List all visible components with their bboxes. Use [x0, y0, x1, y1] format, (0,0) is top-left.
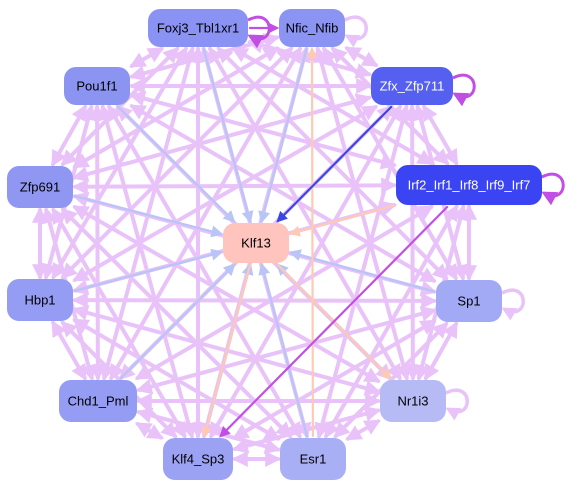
- node-label-irf: Irf2_Irf1_Irf8_Irf9_Irf7: [408, 178, 531, 193]
- edge-irf-to-klf13: [288, 204, 396, 237]
- node-box-klf4: [163, 438, 233, 480]
- node-box-foxj3: [148, 9, 248, 47]
- node-label-sp1: Sp1: [457, 294, 480, 309]
- edge-nfic-to-zfx: [344, 46, 379, 67]
- node-klf13[interactable]: Klf13: [223, 223, 289, 263]
- node-box-irf: [396, 165, 542, 205]
- node-label-esr1: Esr1: [300, 452, 327, 467]
- node-label-klf4: Klf4_Sp3: [172, 452, 225, 467]
- self-loop-nfic: [344, 15, 368, 48]
- node-label-hbp1: Hbp1: [24, 293, 55, 308]
- node-label-nfic: Nfic_Nfib: [286, 21, 339, 36]
- edge-foxj3-to-pou1f1: [129, 47, 165, 68]
- node-box-hbp1: [7, 279, 73, 321]
- node-label-zfx: Zfx_Zfp711: [380, 79, 445, 94]
- edge-irf-to-klf4: [219, 205, 449, 438]
- node-esr1[interactable]: Esr1: [280, 438, 346, 480]
- edge-zfp691-to-klf13: [73, 194, 224, 238]
- node-zfp691[interactable]: Zfp691: [7, 166, 73, 208]
- node-pou1f1[interactable]: Pou1f1: [64, 67, 130, 105]
- self-loop-sp1: [501, 288, 525, 321]
- node-zfx[interactable]: Zfx_Zfp711: [371, 67, 453, 105]
- node-sp1[interactable]: Sp1: [436, 280, 502, 322]
- node-hbp1[interactable]: Hbp1: [7, 279, 73, 321]
- node-box-zfx: [371, 67, 453, 105]
- node-label-zfp691: Zfp691: [20, 180, 60, 195]
- edge-pou1f1-to-klf13: [117, 105, 236, 223]
- node-label-foxj3: Foxj3_Tbl1xr1: [157, 21, 239, 36]
- edge-nr1i3-to-klf4: [231, 406, 382, 454]
- node-label-chd1: Chd1_Pml: [68, 394, 129, 409]
- self-loop-nr1i3: [445, 388, 469, 421]
- edge-zfx-to-klf13: [276, 105, 393, 223]
- node-box-pou1f1: [64, 67, 130, 105]
- edge-hbp1-to-klf13: [73, 248, 224, 292]
- node-box-zfp691: [7, 166, 73, 208]
- node-label-klf13: Klf13: [241, 236, 271, 251]
- edge-klf13-to-klf4: [201, 263, 252, 439]
- node-label-pou1f1: Pou1f1: [76, 79, 117, 94]
- node-box-chd1: [59, 380, 137, 422]
- edge-chd1-to-klf13: [119, 263, 236, 380]
- node-box-esr1: [280, 438, 346, 480]
- self-loop-zfx: [452, 73, 476, 107]
- edge-esr1-to-klf13: [258, 262, 309, 438]
- self-loop-layer: [247, 15, 565, 421]
- node-box-nr1i3: [380, 380, 446, 422]
- node-nfic[interactable]: Nfic_Nfib: [279, 9, 345, 47]
- self-loop-irf: [541, 172, 565, 206]
- edge-chd1-to-klf4: [134, 422, 164, 440]
- node-chd1[interactable]: Chd1_Pml: [59, 380, 137, 422]
- edge-sp1-to-klf13: [288, 249, 436, 293]
- node-box-sp1: [436, 280, 502, 322]
- node-klf4[interactable]: Klf4_Sp3: [163, 438, 233, 480]
- node-box-nfic: [279, 9, 345, 47]
- node-foxj3[interactable]: Foxj3_Tbl1xr1: [148, 9, 248, 47]
- node-box-klf13: [223, 223, 289, 263]
- node-label-nr1i3: Nr1i3: [397, 394, 428, 409]
- edge-nfic-to-klf13: [258, 47, 308, 224]
- edge-hbp1-to-sp1: [71, 292, 438, 309]
- edge-nr1i3-to-esr1: [345, 419, 381, 441]
- node-nr1i3[interactable]: Nr1i3: [380, 380, 446, 422]
- self-loop-foxj3: [247, 15, 271, 49]
- edge-foxj3-to-klf13: [202, 47, 254, 224]
- node-layer: Foxj3_Tbl1xr1 Nfic_NfibZfx_Zfp711Irf2_Irf…: [7, 9, 542, 480]
- edge-esr1-to-nfic: [306, 46, 318, 438]
- node-irf[interactable]: Irf2_Irf1_Irf8_Irf9_Irf7: [396, 165, 542, 205]
